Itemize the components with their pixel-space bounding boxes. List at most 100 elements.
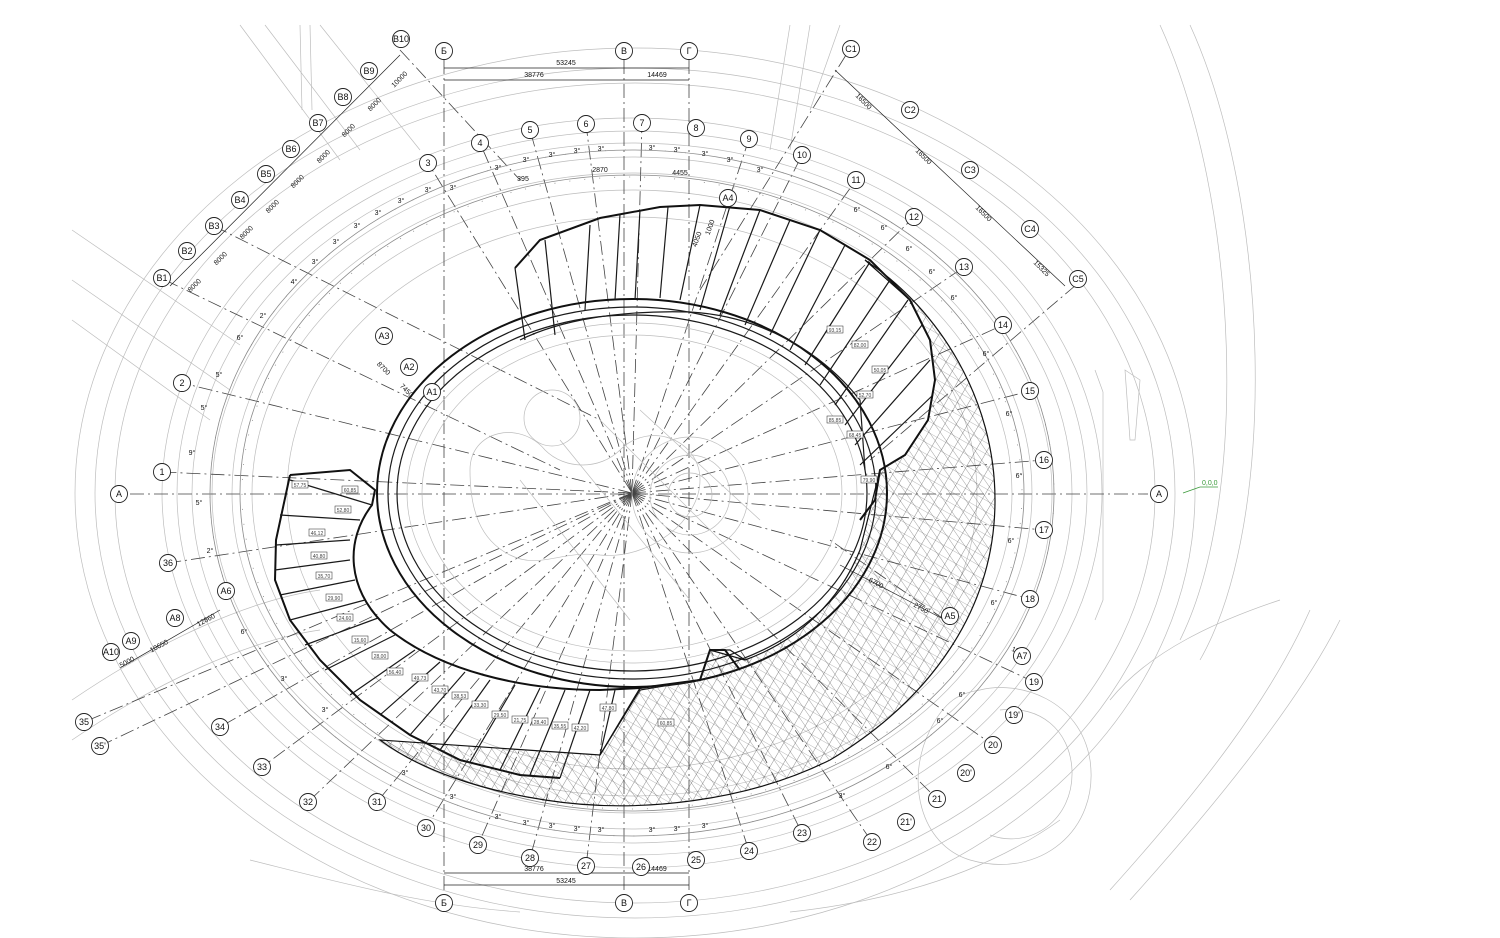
axis-bubble-29: 29 (469, 836, 487, 854)
svg-text:Г: Г (687, 46, 692, 56)
svg-text:2°: 2° (260, 312, 267, 320)
svg-text:6°: 6° (983, 350, 990, 358)
axis-bubble-b7: B7 (309, 114, 327, 132)
axis-bubble-19p: 19' (1005, 706, 1023, 724)
svg-text:6°: 6° (929, 268, 936, 276)
seat-label: 46,12 (308, 528, 326, 537)
dim-b-1: 8000 (213, 251, 229, 267)
seat-label: 79,90 (860, 475, 878, 484)
dim-c-2: 16500 (974, 205, 993, 224)
svg-text:A10: A10 (103, 647, 119, 657)
svg-text:3°: 3° (757, 166, 764, 174)
axis-bubble-11: 11 (847, 171, 865, 189)
svg-text:3°: 3° (322, 706, 329, 714)
svg-text:3°: 3° (674, 146, 681, 154)
svg-text:Б: Б (441, 46, 447, 56)
svg-text:A8: A8 (169, 613, 180, 623)
roof-membrane (378, 259, 996, 807)
svg-text:3°: 3° (495, 813, 502, 821)
svg-text:24,60: 24,60 (339, 616, 352, 622)
svg-text:40,80: 40,80 (313, 554, 326, 560)
axis-bubble-35: 35 (75, 713, 93, 731)
dim-b-6: 8000 (341, 123, 357, 139)
axis-bubble-a5: A5 (941, 607, 959, 625)
axis-bubble-a1: A1 (423, 383, 441, 401)
svg-text:3°: 3° (354, 222, 361, 230)
axis-bubble-32: 32 (299, 793, 317, 811)
axis-bubble-10: 10 (793, 146, 811, 164)
site-context (71, 24, 1341, 938)
svg-text:52,80: 52,80 (337, 508, 350, 514)
svg-text:60,85: 60,85 (344, 488, 357, 494)
svg-text:42,20: 42,20 (574, 726, 587, 732)
svg-text:57,75: 57,75 (294, 483, 307, 489)
seat-label: 56,40 (386, 667, 404, 676)
svg-text:A9: A9 (125, 636, 136, 646)
axis-bubble-bottom-1: В (615, 894, 633, 912)
svg-text:4: 4 (477, 138, 482, 148)
axis-bubble-24: 24 (740, 842, 758, 860)
svg-text:Г: Г (687, 898, 692, 908)
seat-label: 38,53 (451, 691, 469, 700)
svg-text:4°: 4° (291, 278, 298, 286)
svg-text:8: 8 (693, 123, 698, 133)
svg-text:21,75: 21,75 (514, 718, 527, 724)
degree-marks: 3° 3° 3° 3° 3° 3° 3° 3° 3° 3° 3° 6° 6° 6… (189, 144, 1023, 834)
svg-text:C1: C1 (845, 44, 857, 54)
axis-bubble-a3: A3 (375, 327, 393, 345)
svg-text:6°: 6° (237, 334, 244, 342)
svg-text:6: 6 (583, 119, 588, 129)
svg-text:6°: 6° (241, 628, 248, 636)
dim-misc-12: 4050 (692, 231, 704, 248)
svg-text:3°: 3° (402, 769, 409, 777)
dim-bottom-right: 14469 (647, 866, 667, 873)
svg-text:6°: 6° (1008, 537, 1015, 545)
svg-text:2°: 2° (207, 547, 214, 555)
svg-text:29,90: 29,90 (328, 596, 341, 602)
seat-label: 28,40 (531, 717, 549, 726)
svg-text:47,80: 47,80 (602, 706, 615, 712)
svg-text:35': 35' (94, 741, 106, 751)
svg-text:60,85: 60,85 (660, 721, 673, 727)
seat-label: 52,80 (334, 505, 352, 514)
axis-bubble-5: 5 (521, 121, 539, 139)
svg-text:B6: B6 (285, 144, 296, 154)
svg-text:3: 3 (425, 158, 430, 168)
svg-text:82,00: 82,00 (854, 343, 867, 349)
seat-label: 60,85 (341, 485, 359, 494)
axis-bubble-1: 1 (153, 463, 171, 481)
svg-text:B3: B3 (208, 221, 219, 231)
svg-text:35: 35 (79, 717, 89, 727)
svg-text:B4: B4 (234, 195, 245, 205)
axis-bubble-16: 16 (1035, 451, 1053, 469)
elevation-mark: 0,0,0 (1182, 480, 1218, 494)
svg-text:3°: 3° (398, 197, 405, 205)
svg-text:32: 32 (303, 797, 313, 807)
svg-text:19: 19 (1029, 677, 1039, 687)
axis-bubble-30: 30 (417, 819, 435, 837)
svg-text:В: В (621, 46, 627, 56)
seat-label: 52,70 (856, 390, 874, 399)
svg-text:33: 33 (257, 762, 267, 772)
dim-misc-3: 10650 (149, 639, 170, 654)
axis-bubble-22: 22 (863, 833, 881, 851)
svg-text:3°: 3° (702, 150, 709, 158)
svg-text:6°: 6° (951, 294, 958, 302)
svg-text:B8: B8 (337, 92, 348, 102)
axis-bubble-c1: C1 (842, 40, 860, 58)
svg-text:3°: 3° (333, 238, 340, 246)
svg-text:A6: A6 (220, 586, 231, 596)
svg-text:6°: 6° (886, 763, 893, 771)
axis-bubble-17: 17 (1035, 521, 1053, 539)
axis-bubble-20p: 20' (957, 764, 975, 782)
svg-text:A1: A1 (426, 387, 437, 397)
axis-bubble-a8: A8 (166, 609, 184, 627)
dim-c-1: 16500 (914, 148, 933, 167)
axis-bubble-20: 20 (984, 736, 1002, 754)
svg-text:29,50: 29,50 (494, 713, 507, 719)
axis-bubble-18: 18 (1021, 590, 1039, 608)
svg-text:23: 23 (797, 828, 807, 838)
svg-text:3°: 3° (523, 156, 530, 164)
axis-bubble-bottom-0: Б (435, 894, 453, 912)
